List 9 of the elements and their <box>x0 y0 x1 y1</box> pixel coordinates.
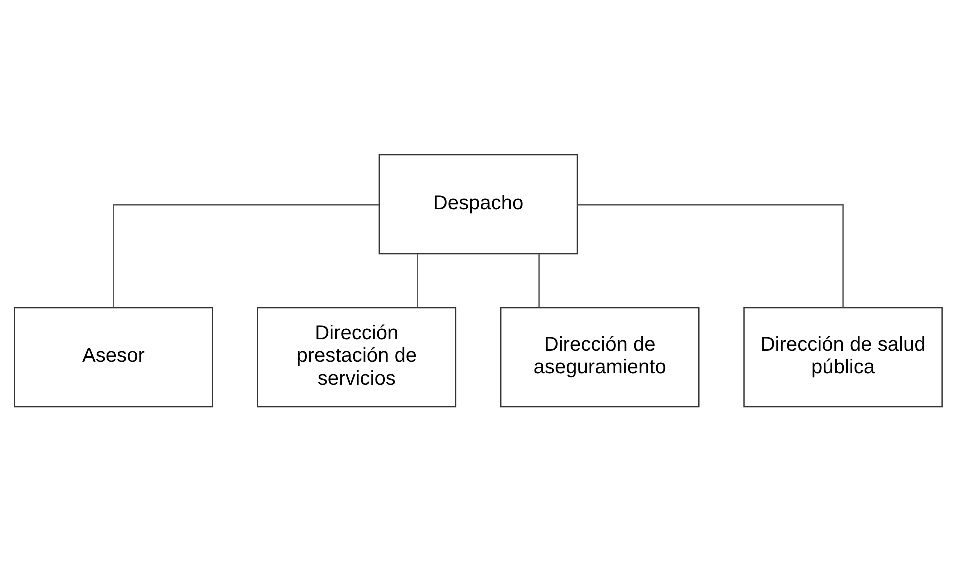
connector <box>577 204 844 308</box>
connector <box>538 254 540 308</box>
node-box: Despacho <box>378 154 578 255</box>
connector <box>416 254 418 308</box>
node-box: Dirección prestación de servicios <box>256 307 456 408</box>
node-box: Dirección de salud pública <box>743 307 942 408</box>
node-box: Asesor <box>14 307 213 408</box>
connector <box>112 204 379 308</box>
node-box: Dirección de aseguramiento <box>500 307 700 408</box>
